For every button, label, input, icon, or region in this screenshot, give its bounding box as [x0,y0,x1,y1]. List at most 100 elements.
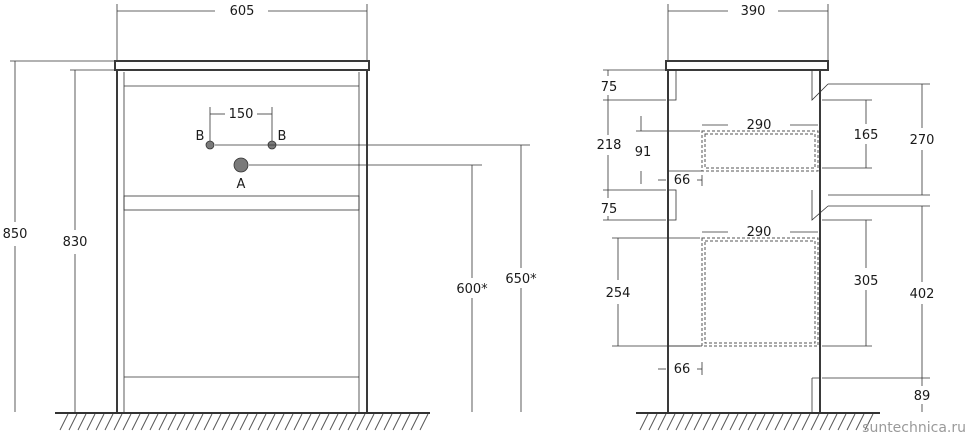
side-view: 390 75 218 75 91 66 290 254 [597,4,935,431]
front-floor-hatch [59,413,429,431]
floor-hatch-line [648,413,658,431]
floor-hatch-line [329,413,339,431]
floor-hatch-line [374,413,384,431]
floor-hatch-line [846,413,856,431]
side-countertop [665,60,829,71]
side-back-mid-rail [811,190,829,221]
floor-hatch-line [104,413,114,431]
floor-hatch-line [131,413,141,431]
floor-hatch-line [837,413,847,431]
side-top-rail [667,69,677,101]
front-middle-rail [123,195,360,211]
floor-hatch-line [221,413,231,431]
floor-hatch-line [702,413,712,431]
mid-rail-dimension: 75 [601,202,618,217]
floor-hatch-line [684,413,694,431]
connector-b-right-label: B [278,129,287,144]
floor-hatch-line [68,413,78,431]
bottom-drawer-inner-dimension: 254 [606,286,631,301]
floor-hatch-line [356,413,366,431]
front-width-dimension: 605 [230,4,255,19]
floor-hatch-line [392,413,402,431]
supply-height-dimension: 650* [505,272,537,287]
floor-hatch-line [729,413,739,431]
floor-hatch-line [194,413,204,431]
floor-hatch-line [365,413,375,431]
watermark: suntechnica.ru [862,420,966,436]
side-back-foot [811,377,820,412]
top-drawer-gap-dimension: 66 [674,173,691,188]
floor-hatch-line [176,413,186,431]
floor-hatch-line [149,413,159,431]
connector-b-left-label: B [196,129,205,144]
floor-hatch-line [711,413,721,431]
top-drawer-outer-dimension: 270 [910,133,935,148]
bottom-drawer-depth-dimension: 290 [747,225,772,240]
floor-hatch-line [95,413,105,431]
foot-height-dimension: 89 [914,389,931,404]
floor-hatch-line [657,413,667,431]
side-depth-dimension: 390 [741,4,766,19]
connector-a [233,157,249,173]
floor-hatch-line [756,413,766,431]
floor-hatch-line [185,413,195,431]
floor-hatch-line [167,413,177,431]
floor-hatch-line [639,413,649,431]
total-height-dimension: 850 [3,227,28,242]
floor-hatch-line [819,413,829,431]
connector-b-left [205,140,215,150]
floor-hatch-line [410,413,420,431]
floor-hatch-line [248,413,258,431]
drain-height-dimension: 600* [456,282,488,297]
floor-hatch-line [158,413,168,431]
floor-hatch-line [338,413,348,431]
floor-hatch-line [828,413,838,431]
front-countertop [114,60,370,71]
floor-hatch-line [212,413,222,431]
floor-hatch-line [783,413,793,431]
floor-hatch-line [774,413,784,431]
floor-hatch-line [792,413,802,431]
floor-hatch-line [383,413,393,431]
body-height-dimension: 830 [63,235,88,250]
floor-hatch-line [230,413,240,431]
floor-hatch-line [239,413,249,431]
side-mid-rail [667,189,677,221]
floor-hatch-line [347,413,357,431]
floor-hatch-line [86,413,96,431]
floor-hatch-line [311,413,321,431]
side-floor-hatch [639,413,874,431]
side-bottom-drawer-inner [704,240,816,344]
floor-hatch-line [810,413,820,431]
bottom-drawer-outer-dimension: 402 [910,287,935,302]
floor-hatch-line [747,413,757,431]
side-top-drawer-inner [704,133,816,169]
drawer-section-dimension: 218 [597,138,622,153]
bottom-drawer-height-dimension: 305 [854,274,879,289]
floor-hatch-line [275,413,285,431]
side-bottom-drawer [701,237,819,347]
floor-hatch-line [284,413,294,431]
floor-hatch-line [293,413,303,431]
floor-hatch-line [140,413,150,431]
floor-hatch-line [666,413,676,431]
connector-a-label: A [237,177,246,192]
connector-spacing-dimension: 150 [229,107,254,122]
floor-hatch-line [401,413,411,431]
floor-hatch-line [864,413,874,431]
side-back-top-rail [811,70,829,101]
floor-hatch-line [203,413,213,431]
floor-hatch-line [113,413,123,431]
floor-hatch-line [693,413,703,431]
floor-hatch-line [675,413,685,431]
floor-hatch-line [720,413,730,431]
floor-hatch-line [419,413,429,431]
floor-hatch-line [738,413,748,431]
top-rail-dimension: 75 [601,80,618,95]
top-drawer-inner-dimension: 91 [635,145,652,160]
floor-hatch-line [122,413,132,431]
floor-hatch-line [77,413,87,431]
side-top-drawer [701,130,819,172]
floor-hatch-line [59,413,69,431]
